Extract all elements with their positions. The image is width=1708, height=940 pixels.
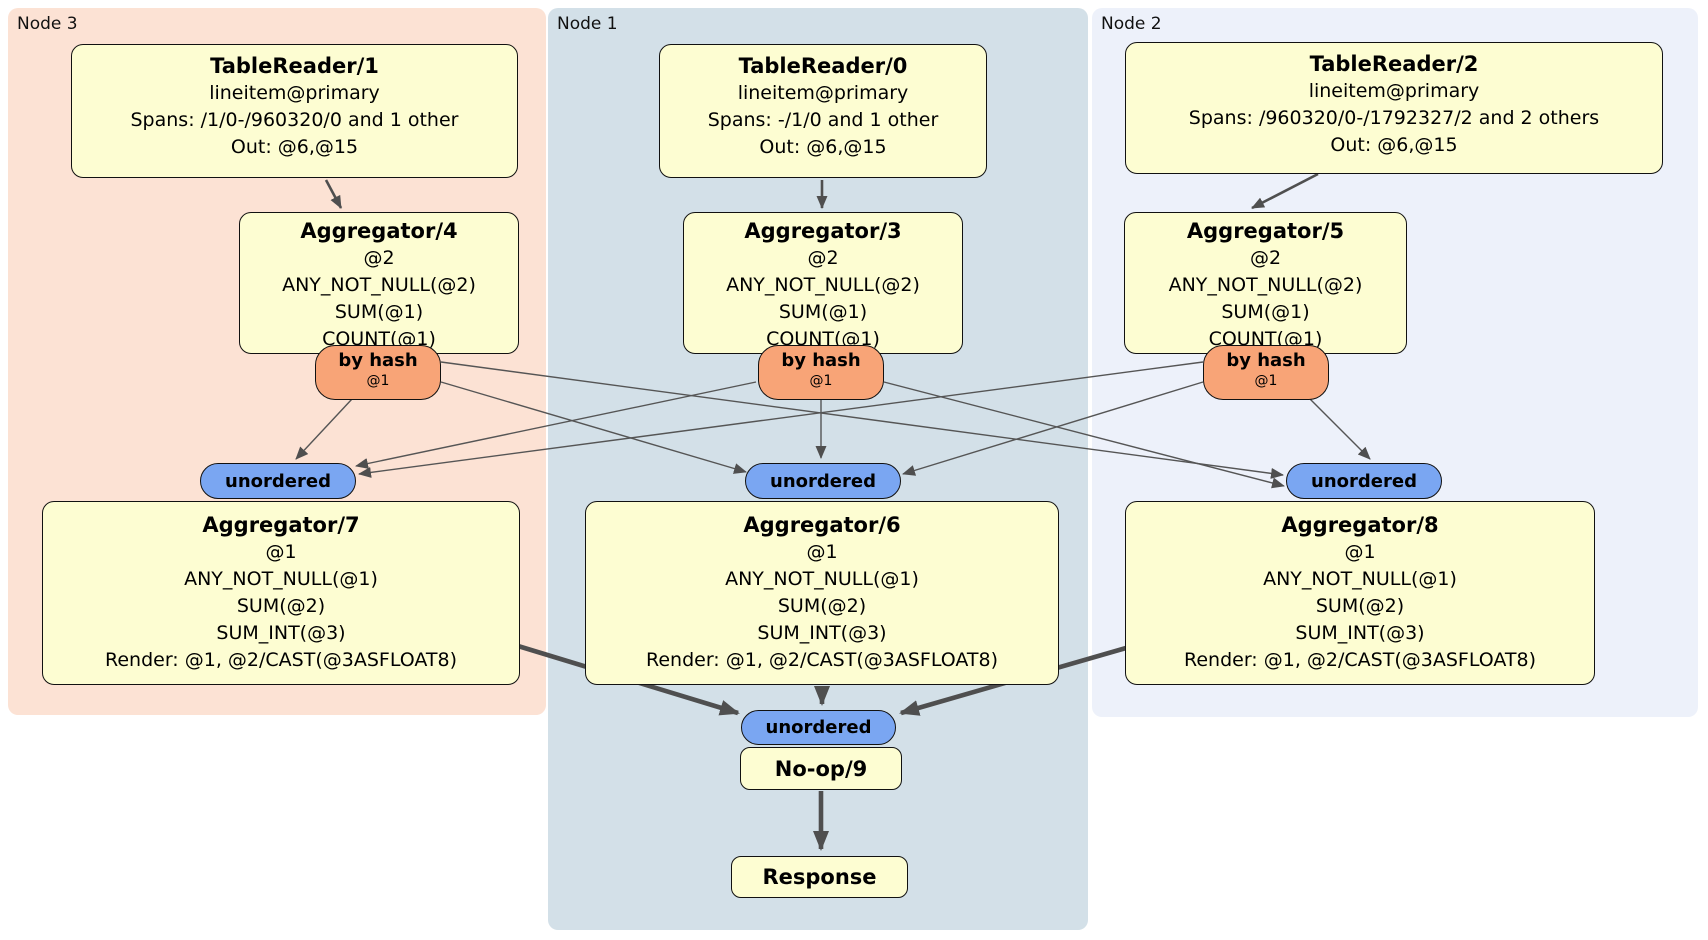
processor-title: Aggregator/3 [744, 219, 902, 243]
processor-title: TableReader/1 [210, 54, 379, 78]
region-label-node2: Node 2 [1101, 14, 1162, 34]
processor-detail: @2 [363, 247, 395, 269]
processor-title: Aggregator/6 [743, 513, 901, 537]
badge-sublabel: @1 [366, 373, 390, 389]
processor-detail: Render: @1, @2/CAST(@3ASFLOAT8) [646, 649, 998, 671]
badge-label: unordered [765, 717, 872, 738]
box-tablereader-2: TableReader/2 lineitem@primary Spans: /9… [1125, 42, 1663, 174]
processor-title: Aggregator/7 [202, 513, 360, 537]
processor-detail: ANY_NOT_NULL(@1) [184, 568, 378, 590]
processor-detail: Render: @1, @2/CAST(@3ASFLOAT8) [105, 649, 457, 671]
badge-label: unordered [770, 470, 876, 492]
processor-detail: lineitem@primary [209, 82, 380, 104]
processor-detail: ANY_NOT_NULL(@2) [282, 274, 476, 296]
processor-detail: COUNT(@1) [322, 328, 436, 350]
processor-detail: Spans: /1/0-/960320/0 and 1 other [130, 109, 459, 131]
processor-title: Aggregator/4 [300, 219, 458, 243]
processor-title: No-op/9 [774, 756, 868, 781]
processor-detail: @2 [807, 247, 839, 269]
processor-detail: lineitem@primary [1308, 80, 1480, 102]
badge-label: by hash [338, 350, 418, 371]
processor-detail: @2 [1249, 247, 1282, 269]
processor-title: Response [762, 865, 877, 889]
badge-sublabel: @1 [809, 373, 833, 389]
processor-title: TableReader/0 [738, 54, 908, 78]
region-label-node1: Node 1 [557, 14, 618, 34]
box-aggregator-7: Aggregator/7 @1 ANY_NOT_NULL(@1) SUM(@2)… [42, 501, 520, 685]
processor-detail: Render: @1, @2/CAST(@3ASFLOAT8) [1184, 649, 1536, 671]
badge-by-hash-node1: by hash @1 [758, 345, 884, 400]
processor-detail: SUM(@1) [1221, 301, 1310, 323]
processor-detail: @1 [265, 541, 297, 563]
processor-detail: ANY_NOT_NULL(@1) [725, 568, 919, 590]
processor-detail: Spans: -/1/0 and 1 other [707, 109, 939, 131]
badge-by-hash-node3: by hash @1 [315, 345, 441, 400]
box-aggregator-5: Aggregator/5 @2 ANY_NOT_NULL(@2) SUM(@1)… [1124, 212, 1407, 354]
badge-by-hash-node2: by hash @1 [1203, 345, 1329, 400]
box-aggregator-3: Aggregator/3 @2 ANY_NOT_NULL(@2) SUM(@1)… [683, 212, 963, 354]
box-response: Response [731, 856, 908, 898]
box-tablereader-0: TableReader/0 lineitem@primary Spans: -/… [659, 44, 987, 178]
processor-detail: Out: @6,@15 [1330, 134, 1458, 156]
badge-unordered-node3: unordered [200, 463, 356, 499]
box-aggregator-6: Aggregator/6 @1 ANY_NOT_NULL(@1) SUM(@2)… [585, 501, 1059, 685]
processor-detail: ANY_NOT_NULL(@1) [1263, 568, 1457, 590]
badge-sublabel: @1 [1254, 373, 1278, 389]
processor-detail: @1 [1344, 541, 1376, 563]
processor-detail: SUM(@2) [1315, 595, 1405, 617]
processor-title: Aggregator/8 [1281, 513, 1439, 537]
box-aggregator-4: Aggregator/4 @2 ANY_NOT_NULL(@2) SUM(@1)… [239, 212, 519, 354]
badge-unordered-node1: unordered [745, 463, 901, 499]
processor-detail: @1 [806, 541, 838, 563]
badge-label: unordered [225, 470, 331, 492]
processor-title: TableReader/2 [1309, 52, 1479, 76]
badge-unordered-node2: unordered [1286, 463, 1442, 499]
processor-detail: SUM_INT(@3) [216, 622, 346, 644]
processor-detail: ANY_NOT_NULL(@2) [1168, 274, 1363, 296]
processor-detail: SUM(@2) [236, 595, 326, 617]
badge-label: by hash [781, 350, 861, 371]
processor-detail: SUM_INT(@3) [1295, 622, 1425, 644]
processor-detail: Out: @6,@15 [759, 136, 887, 158]
processor-detail: COUNT(@1) [766, 328, 880, 350]
processor-detail: SUM_INT(@3) [757, 622, 887, 644]
region-label-node3: Node 3 [17, 14, 78, 34]
box-tablereader-1: TableReader/1 lineitem@primary Spans: /1… [71, 44, 518, 178]
processor-title: Aggregator/5 [1186, 219, 1345, 243]
processor-detail: SUM(@1) [334, 301, 424, 323]
processor-detail: Spans: /960320/0-/1792327/2 and 2 others [1188, 107, 1600, 129]
processor-detail: lineitem@primary [737, 82, 909, 104]
box-aggregator-8: Aggregator/8 @1 ANY_NOT_NULL(@1) SUM(@2)… [1125, 501, 1595, 685]
processor-detail: COUNT(@1) [1208, 328, 1323, 350]
badge-label: unordered [1311, 470, 1417, 492]
badge-unordered-final: unordered [741, 710, 896, 745]
processor-detail: SUM(@2) [777, 595, 867, 617]
processor-detail: Out: @6,@15 [230, 136, 359, 158]
processor-detail: ANY_NOT_NULL(@2) [726, 274, 920, 296]
box-noop-9: No-op/9 [740, 747, 902, 790]
processor-detail: SUM(@1) [778, 301, 868, 323]
badge-label: by hash [1226, 350, 1306, 371]
